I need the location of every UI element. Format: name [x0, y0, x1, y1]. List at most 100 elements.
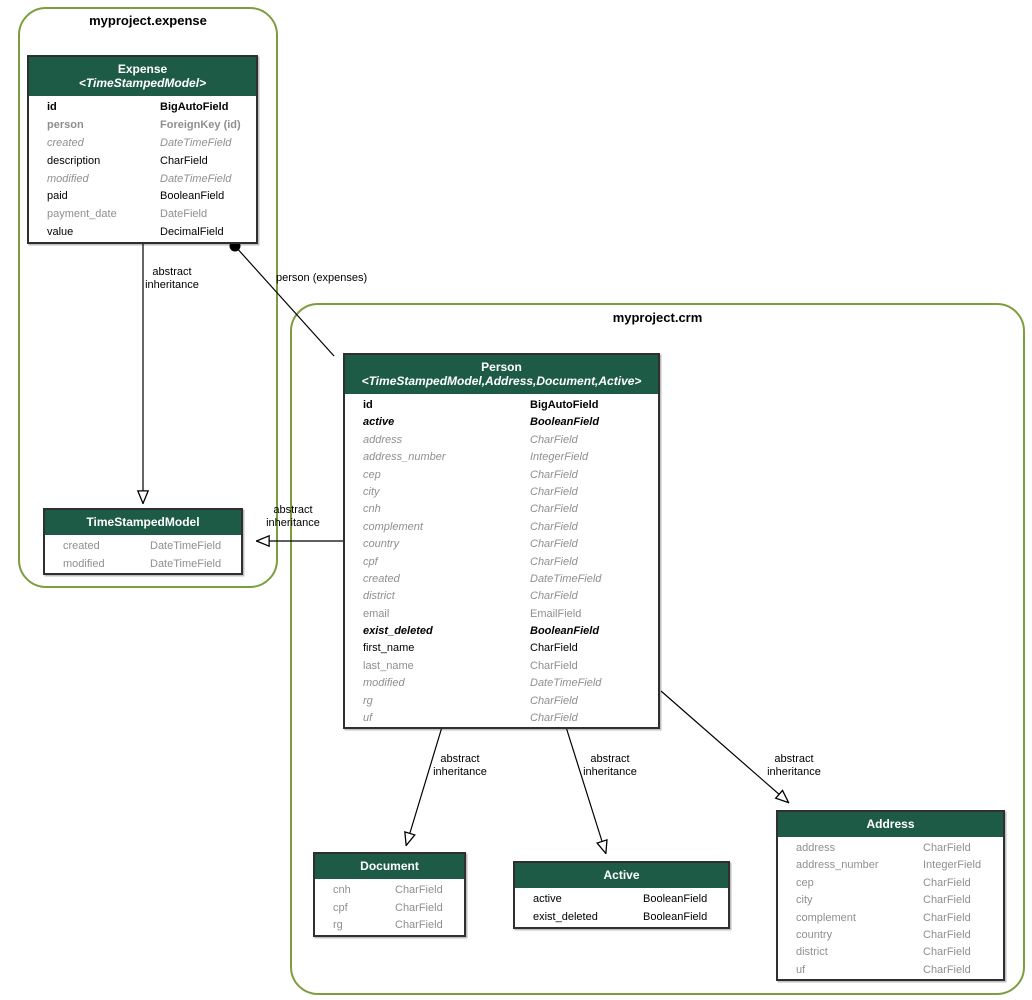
field-name: cnh — [333, 884, 351, 896]
package-expense-title: myproject.expense — [89, 13, 207, 28]
field-type: CharField — [395, 901, 443, 914]
field-type: DateTimeField — [530, 572, 602, 585]
package-crm — [290, 303, 1025, 995]
package-expense — [18, 7, 278, 588]
package-crm-title: myproject.crm — [612, 310, 703, 325]
field-type: ForeignKey (id) — [160, 118, 241, 131]
field-name: modified — [47, 172, 89, 185]
field-name: address — [363, 433, 403, 446]
field-row: cpf CharField — [315, 900, 464, 918]
field-type: CharField — [923, 911, 971, 924]
field-name: city — [363, 485, 380, 498]
field-name: cpf — [333, 901, 348, 914]
field-name: uf — [796, 963, 806, 976]
field-type: DateTimeField — [150, 557, 222, 570]
field-name: address_number — [796, 859, 879, 872]
field-name: paid — [47, 190, 68, 203]
field-name: rg — [333, 919, 343, 932]
field-type: DateTimeField — [530, 677, 602, 690]
field-row: uf CharField — [778, 962, 1003, 979]
field-name: uf — [363, 712, 373, 725]
field-name: last_name — [363, 659, 414, 672]
field-name: cpf — [363, 555, 378, 568]
edge-label-abstract-inheritance: abstract inheritance — [266, 504, 320, 529]
field-row: city CharField — [345, 484, 658, 501]
field-name: exist_deleted — [533, 910, 598, 923]
field-type: IntegerField — [923, 859, 982, 872]
field-type: IntegerField — [530, 451, 589, 464]
field-type: CharField — [530, 694, 578, 707]
field-name: created — [47, 136, 84, 149]
field-type: BooleanField — [530, 625, 600, 638]
model-title: Document — [360, 859, 419, 873]
field-type: DateTimeField — [160, 172, 232, 185]
field-type: DecimalField — [160, 226, 224, 239]
field-name: first_name — [363, 642, 415, 655]
field-name: district — [796, 946, 828, 959]
field-type: CharField — [923, 963, 971, 976]
model-stereotype: <TimeStampedModel> — [78, 76, 207, 90]
field-row: modified DateTimeField — [345, 675, 658, 692]
field-name: created — [363, 572, 400, 585]
field-name: complement — [363, 520, 423, 533]
field-name: city — [796, 894, 813, 907]
model-active-header: Active — [515, 863, 728, 890]
field-name: id — [47, 101, 57, 113]
field-row: created DateTimeField — [345, 571, 658, 588]
field-row: last_name CharField — [345, 658, 658, 675]
field-row: exist_deleted BooleanField — [345, 623, 658, 640]
field-name: cnh — [363, 503, 381, 516]
field-type: DateField — [160, 208, 208, 221]
field-name: modified — [63, 557, 105, 570]
field-name: email — [363, 607, 390, 620]
field-type: CharField — [923, 842, 971, 854]
field-row: modified DateTimeField — [29, 171, 256, 189]
field-type: CharField — [530, 555, 578, 568]
field-type: CharField — [530, 485, 578, 498]
field-type: CharField — [923, 928, 971, 941]
field-name: exist_deleted — [363, 625, 433, 638]
field-type: CharField — [923, 876, 971, 889]
model-title: Active — [603, 868, 640, 882]
model-person: Person <TimeStampedModel,Address,Documen… — [343, 353, 660, 730]
field-name: modified — [363, 677, 405, 690]
edge-expense-person-fk — [234, 245, 335, 357]
field-type: CharField — [530, 659, 578, 672]
field-name: country — [796, 928, 833, 941]
edge-label-abstract-inheritance: abstract inheritance — [583, 753, 637, 778]
field-type: CharField — [530, 503, 578, 516]
field-type: CharField — [530, 590, 578, 603]
field-name: payment_date — [47, 208, 117, 221]
model-person-header: Person <TimeStampedModel,Address,Documen… — [345, 355, 658, 396]
field-name: country — [363, 538, 400, 551]
